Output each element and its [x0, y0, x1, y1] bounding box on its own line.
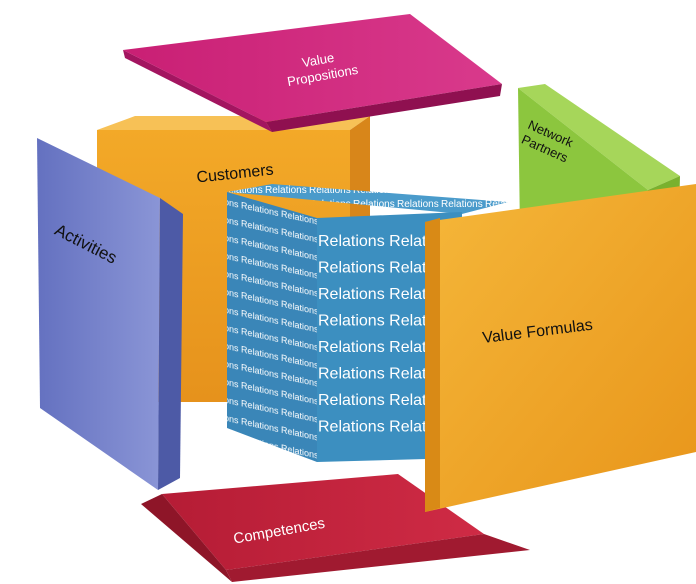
relations-cube-row: Relations Relati — [318, 313, 430, 330]
activities-panel: Activities — [37, 138, 183, 490]
value-propositions-label-1: Value — [301, 50, 335, 70]
relations-cube-top — [227, 184, 508, 214]
competences-panel: Competences — [141, 474, 530, 582]
network-partners-top-edge — [518, 84, 680, 190]
value-propositions-edge — [266, 84, 502, 132]
value-propositions-panel: Value Propositions — [123, 14, 502, 132]
activities-face — [37, 138, 160, 490]
value-propositions-face — [123, 14, 502, 122]
relations-cube-left-face — [227, 192, 317, 462]
value-formulas-panel: Value Formulas — [425, 184, 696, 512]
relations-cube-row: Relations Relati — [318, 260, 430, 277]
relations-cube-row: Relations Relati — [318, 392, 430, 409]
value-formulas-face — [425, 184, 696, 512]
competences-face — [162, 474, 484, 570]
competences-edge-bottom — [226, 534, 530, 582]
relations-cube-row: Relations Relati — [318, 366, 430, 383]
relations-cube-row: Relations Relati — [318, 339, 430, 356]
value-formulas-edge — [425, 218, 440, 512]
activities-side — [158, 198, 183, 490]
value-propositions-edge-left — [123, 50, 272, 132]
relations-cube-row: Relations Relati — [318, 419, 430, 436]
relations-cube-row: Relations Relati — [318, 286, 430, 303]
competences-edge-left — [141, 494, 232, 582]
relations-cube-row: Relations Relati — [318, 233, 430, 250]
